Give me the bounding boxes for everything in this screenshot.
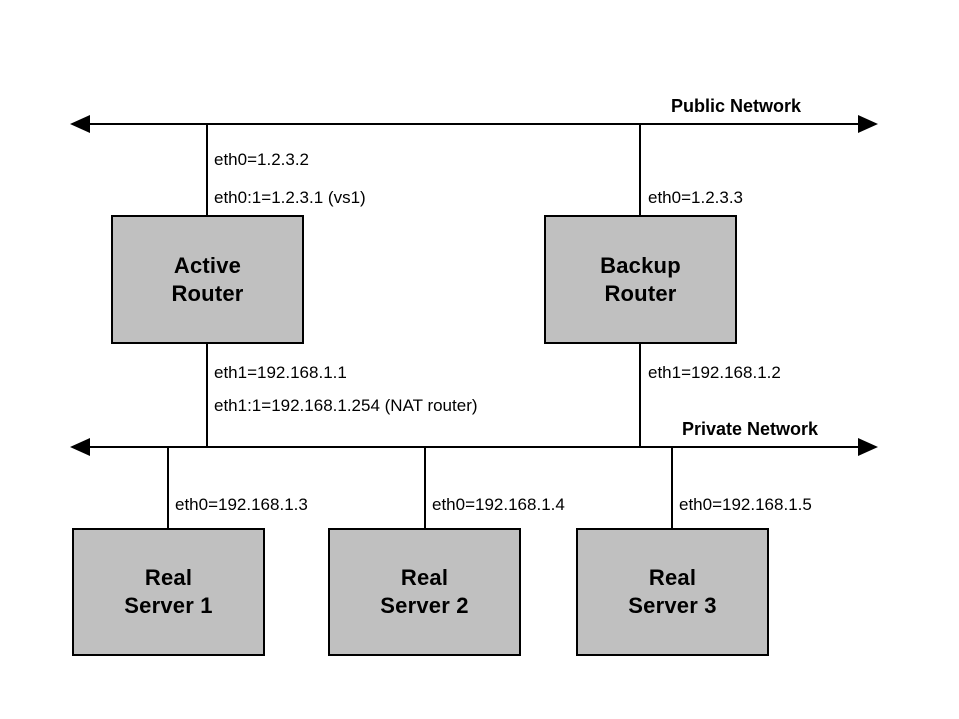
private-network-right-arrow-icon [858,438,878,456]
real-server-2-link [424,447,426,529]
active-router-eth0-label: eth0=1.2.3.2 [214,150,310,169]
node-real-server-2-line1: Real [400,565,449,590]
active-router-eth0-1-label: eth0:1=1.2.3.1 (vs1) [214,188,366,207]
active-router-eth1-label: eth1=192.168.1.1 [214,363,347,382]
node-active-router-line2: Router [171,280,244,306]
public-network-label: Public Network [671,96,802,116]
node-real-server-1-line2: Server 1 [124,593,213,618]
node-real-server-1[interactable]: Real Server 1 [72,528,265,656]
node-backup-router-line1: Backup [600,252,681,278]
real-server-3-link [671,447,673,529]
public-network-bus-line [88,123,860,125]
private-network-label: Private Network [682,419,819,439]
real-server-1-eth0-label: eth0=192.168.1.3 [175,495,308,514]
backup-router-private-link [639,344,641,448]
backup-router-eth0-label: eth0=1.2.3.3 [648,188,744,207]
real-server-3-eth0-label: eth0=192.168.1.5 [679,495,812,514]
private-network-bus-line [88,446,860,448]
node-active-router-line1: Active [173,252,242,278]
backup-router-public-link [639,124,641,216]
node-real-server-1-line1: Real [144,565,193,590]
node-real-server-2[interactable]: Real Server 2 [328,528,521,656]
real-server-2-eth0-label: eth0=192.168.1.4 [432,495,565,514]
public-network-right-arrow-icon [858,115,878,133]
node-backup-router[interactable]: Backup Router [544,215,737,344]
node-real-server-3[interactable]: Real Server 3 [576,528,769,656]
active-router-public-link [206,124,208,216]
node-real-server-3-line1: Real [648,565,697,590]
active-router-private-link [206,344,208,448]
active-router-eth1-1-label: eth1:1=192.168.1.254 (NAT router) [214,396,478,415]
private-network-left-arrow-icon [70,438,90,456]
backup-router-eth1-label: eth1=192.168.1.2 [648,363,781,382]
node-backup-router-line2: Router [604,280,677,306]
public-network-left-arrow-icon [70,115,90,133]
node-real-server-3-line2: Server 3 [628,593,717,618]
node-real-server-2-line2: Server 2 [380,593,469,618]
node-active-router[interactable]: Active Router [111,215,304,344]
real-server-1-link [167,447,169,529]
